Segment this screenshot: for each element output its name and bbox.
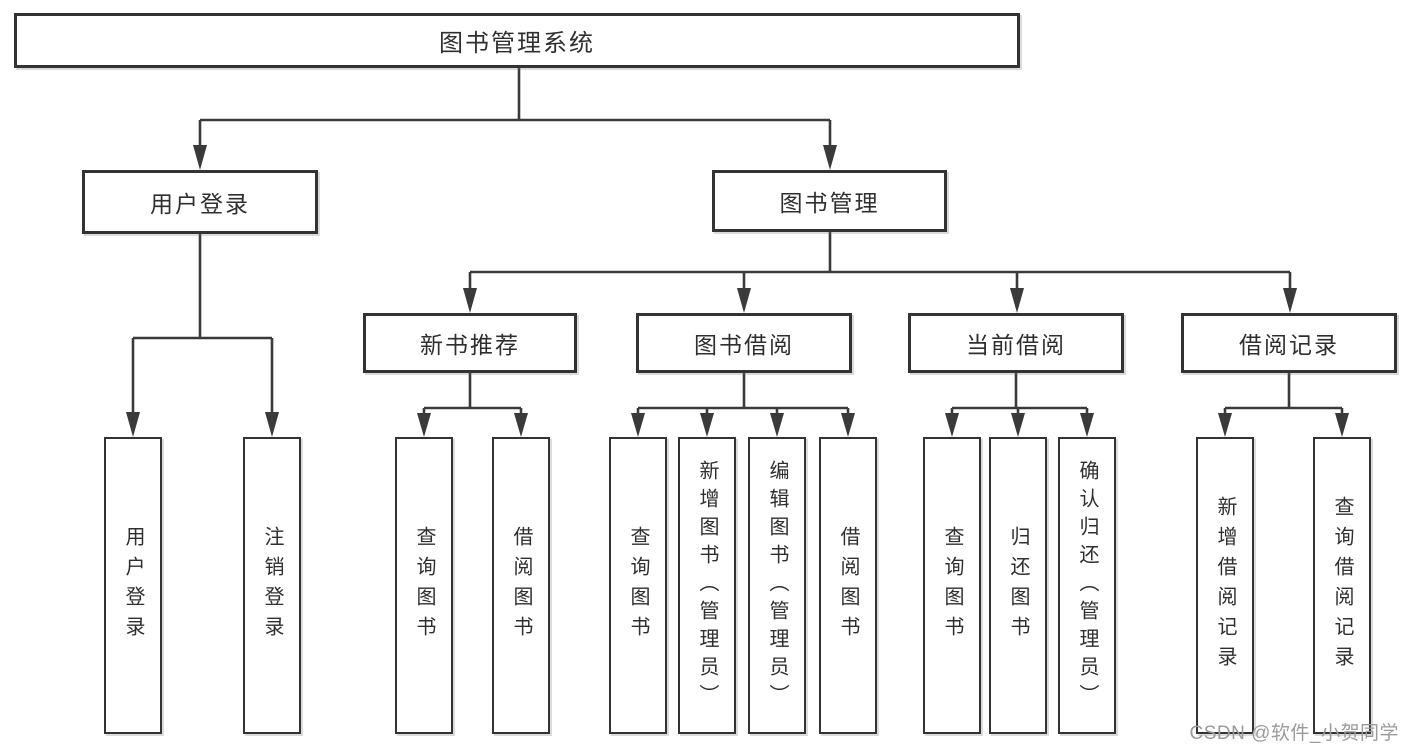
node-label: 归还图书 [1007,525,1029,646]
leaf-query-books-recommend: 查询图书 [395,437,453,734]
node-label: 查询图书 [413,525,435,646]
node-user-login-group: 用户登录 [82,170,318,234]
node-label: 查询借阅记录 [1331,495,1353,676]
leaf-query-books-current: 查询图书 [923,437,981,734]
node-label: 借阅图书 [510,525,532,646]
node-label: 确认归还（管理员） [1076,459,1098,712]
node-root-system: 图书管理系统 [14,13,1020,68]
node-book-management: 图书管理 [712,170,947,232]
csdn-watermark: CSDN @软件_小贺同学 [1189,723,1399,744]
node-label: 新增图书（管理员） [696,459,718,712]
leaf-query-books-borrow: 查询图书 [609,437,667,734]
node-label: 新增借阅记录 [1214,495,1236,676]
leaf-add-borrow-record: 新增借阅记录 [1196,437,1254,734]
node-label: 借阅记录 [1239,332,1339,358]
leaf-query-borrow-record: 查询借阅记录 [1313,437,1371,734]
node-label: 注销登录 [261,525,283,646]
leaf-user-login: 用户登录 [104,437,162,734]
leaf-borrow-books-recommend: 借阅图书 [492,437,550,734]
leaf-borrow-books: 借阅图书 [819,437,877,734]
node-label: 用户登录 [122,525,144,646]
node-label: 图书管理系统 [439,30,595,57]
node-label: 图书借阅 [694,332,794,358]
node-label: 编辑图书（管理员） [766,459,788,712]
node-label: 查询图书 [627,525,649,646]
node-current-borrow: 当前借阅 [908,313,1124,373]
node-label: 图书管理 [779,190,880,216]
node-label: 用户登录 [150,191,250,217]
leaf-edit-books-admin: 编辑图书（管理员） [748,437,806,734]
node-label: 查询图书 [941,525,963,646]
node-borrow-records: 借阅记录 [1181,313,1397,373]
node-label: 新书推荐 [420,332,520,358]
leaf-return-books: 归还图书 [989,437,1047,734]
node-label: 当前借阅 [966,332,1066,358]
node-new-book-recommend: 新书推荐 [363,313,577,373]
leaf-add-books-admin: 新增图书（管理员） [678,437,736,734]
leaf-logout: 注销登录 [243,437,301,734]
node-label: 借阅图书 [837,525,859,646]
node-book-borrow: 图书借阅 [636,313,852,373]
leaf-confirm-return-admin: 确认归还（管理员） [1058,437,1116,734]
